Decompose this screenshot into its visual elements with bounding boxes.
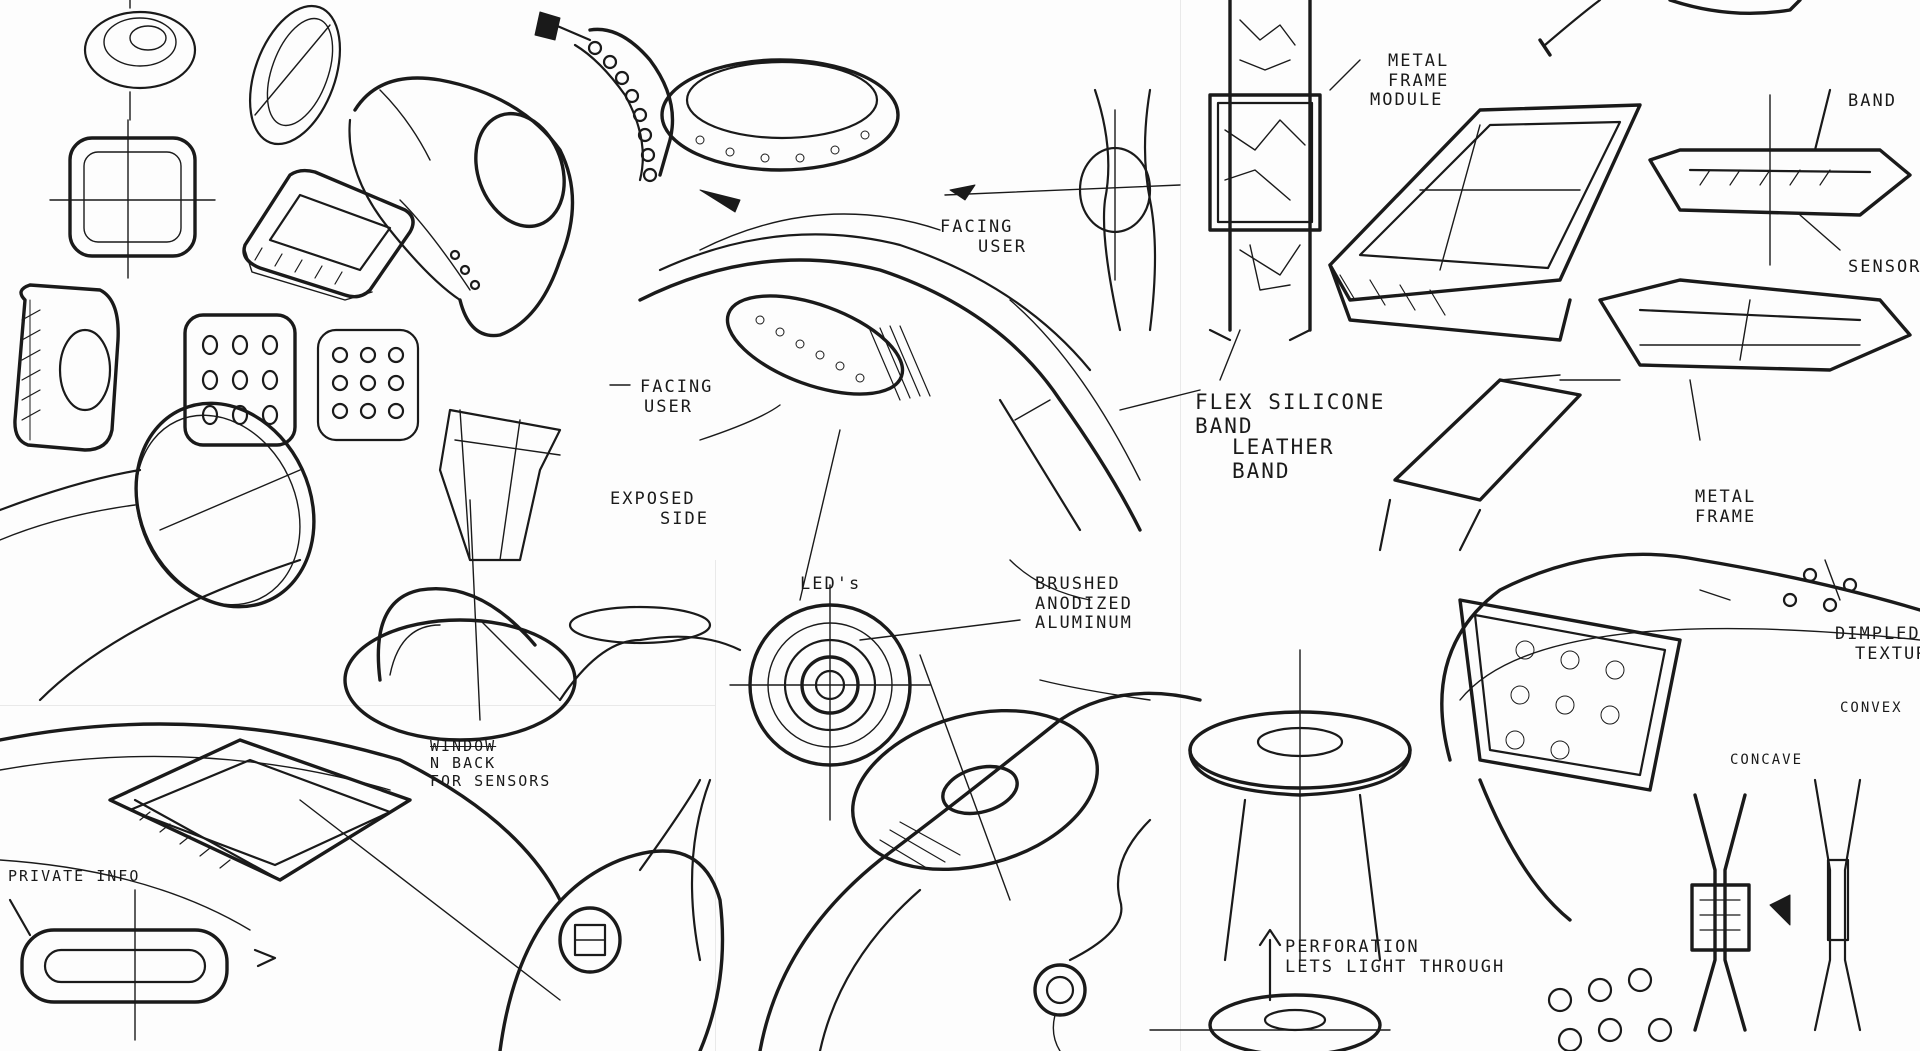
perforated-puck-sketch xyxy=(1149,928,1673,1051)
note-brushed-anodized-aluminum: BRUSHED ANODIZED ALUMINUM xyxy=(1035,574,1133,634)
note-facing-user-2: FACING USER xyxy=(640,377,714,417)
leather-band-strap-sketch xyxy=(1378,374,1621,552)
leader-lines xyxy=(609,384,1841,641)
note-private-info: PRIVATE INFO xyxy=(8,867,141,885)
round-module-sketch xyxy=(83,0,197,121)
dotted-block-sketch-1 xyxy=(183,313,297,447)
square-face-sketch xyxy=(242,168,415,301)
note-flex-silicone-band: FLEX SILICONE BAND xyxy=(1195,390,1386,439)
buckle-band-sketch xyxy=(498,778,725,1051)
flat-display-band-sketch xyxy=(0,722,562,1001)
note-perforation: PERFORATION LETS LIGHT THROUGH xyxy=(1285,937,1506,977)
band-segment-sketch xyxy=(438,408,562,562)
note-exposed-side: EXPOSED SIDE xyxy=(610,489,709,529)
oval-module-sketch xyxy=(248,4,342,146)
private-info-slot-sketch xyxy=(8,889,277,1041)
perforated-strap-sketch xyxy=(573,27,900,213)
note-convex: CONVEX xyxy=(1840,700,1903,716)
note-facing-user-1: FACING USER xyxy=(940,217,1027,257)
arrow-icon xyxy=(534,11,592,42)
curved-band-sketch xyxy=(638,213,1142,532)
metal-frame-strap-sketch xyxy=(1598,88,1912,441)
note-window-back-sensors: WINDOW N BACK FOR SENSORS xyxy=(430,737,552,790)
side-view-band-sketch xyxy=(944,88,1181,332)
round-face-band-sketch xyxy=(758,654,1202,1051)
dome-module-sketch xyxy=(343,499,742,742)
pendant-sketch xyxy=(1033,818,1152,1051)
puck-stand-sketch xyxy=(1188,649,1412,962)
tray-module-sketch xyxy=(1328,103,1642,342)
paper-seam xyxy=(1180,0,1181,1051)
note-metal-frame-module: METAL FRAME MODULE xyxy=(1370,51,1450,111)
top-right-partial-sketch xyxy=(1538,0,1802,57)
note-band: BAND xyxy=(1848,91,1897,111)
note-leather-band: LEATHER BAND xyxy=(1232,435,1335,484)
led-puck-sketch xyxy=(729,584,931,821)
dimpled-band-sketch xyxy=(1440,552,1920,922)
metal-frame-module-sketch xyxy=(1119,0,1361,411)
disc-sketch xyxy=(0,401,316,702)
oval-face-band-sketch xyxy=(348,76,575,338)
rounded-block-sketch xyxy=(13,283,120,452)
note-leds: LED's xyxy=(800,574,862,594)
note-metal-frame: METAL FRAME xyxy=(1695,487,1757,527)
dotted-block-sketch-2 xyxy=(316,328,420,442)
note-dimpled-texture: DIMPLED TEXTURE xyxy=(1835,624,1920,664)
note-concave: CONCAVE xyxy=(1730,752,1804,768)
paper-seam xyxy=(715,560,716,1051)
square-module-sketch xyxy=(49,119,216,279)
slim-band-profile-sketch xyxy=(1690,778,1862,1032)
note-sensor: SENSOR xyxy=(1848,257,1920,277)
